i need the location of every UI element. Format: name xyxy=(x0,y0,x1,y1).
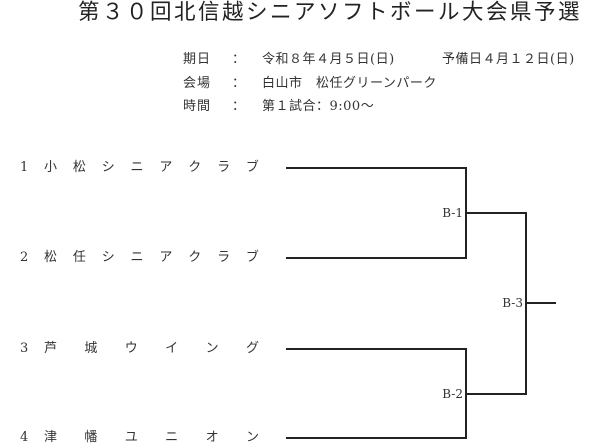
team-name-char: ユ xyxy=(124,430,138,445)
team-name-char: 城 xyxy=(84,341,98,356)
team-name-char: ウ xyxy=(124,341,138,356)
bracket-line-b2-out xyxy=(465,393,527,395)
team-name-char: 芦 xyxy=(44,341,58,356)
venue-label: 会場 xyxy=(183,76,212,91)
time-value: 第１試合：9:00～ xyxy=(262,99,375,114)
bracket-line-team-4 xyxy=(286,437,467,439)
team-entry-2: 2 松任シニアクラブ xyxy=(20,248,270,268)
team-name-char: グ xyxy=(245,341,259,356)
venue-value: 白山市 松任グリーンパーク xyxy=(262,76,437,91)
date-value: 令和８年４月５日(日) xyxy=(262,52,395,67)
team-name-char: 任 xyxy=(72,250,86,265)
date-label: 期日 xyxy=(183,52,212,67)
team-name-char: 松 xyxy=(72,160,86,175)
venue-colon: ： xyxy=(232,76,246,91)
match-label-b3: B-3 xyxy=(502,296,523,310)
team-name-char: ニ xyxy=(130,250,144,265)
team-name-char: ブ xyxy=(245,160,259,175)
match-label-b1: B-1 xyxy=(442,206,463,220)
team-number: 1 xyxy=(20,160,29,175)
team-name: 松任シニアクラブ xyxy=(44,248,259,268)
team-name-char: ア xyxy=(159,160,173,175)
team-name-char: シ xyxy=(101,160,115,175)
bracket-line-team-3 xyxy=(286,348,467,350)
team-number: 4 xyxy=(20,430,29,445)
team-name-char: ラ xyxy=(217,250,231,265)
match-label-b2: B-2 xyxy=(442,387,463,401)
team-name: 芦城ウイング xyxy=(44,339,259,359)
bracket-line-team-1 xyxy=(286,167,467,169)
team-entry-3: 3 芦 城 ウ イ ン グ xyxy=(20,339,270,359)
bracket-line-b1-out xyxy=(465,212,527,214)
team-name-char: イ xyxy=(165,341,179,356)
team-name-char: ク xyxy=(188,160,202,175)
team-number: 3 xyxy=(20,341,29,356)
team-name-char: ブ xyxy=(245,250,259,265)
time-colon: ： xyxy=(232,99,246,114)
team-name-char: 小 xyxy=(44,160,58,175)
team-name-char: ア xyxy=(159,250,173,265)
team-name-char: ラ xyxy=(217,160,231,175)
team-name-char: オ xyxy=(205,430,219,445)
bracket-line-final-out xyxy=(525,302,556,304)
time-label: 時間 xyxy=(183,99,212,114)
team-name-char: 松 xyxy=(44,250,58,265)
team-name-char: 幡 xyxy=(84,430,98,445)
team-name: 津幡ユニオン xyxy=(44,428,259,448)
team-name-char: ニ xyxy=(130,160,144,175)
team-name-char: ニ xyxy=(165,430,179,445)
date-colon: ： xyxy=(232,52,246,67)
team-entry-4: 4 津 幡 ユ ニ オ ン xyxy=(20,428,270,448)
team-name-char: ン xyxy=(205,341,219,356)
team-name-char: ク xyxy=(188,250,202,265)
page-title: 第３０回北信越シニアソフトボール大会県予選 xyxy=(78,0,583,25)
team-name-char: ン xyxy=(245,430,259,445)
team-name: 小松シニアクラブ xyxy=(44,158,259,178)
team-name-char: 津 xyxy=(44,430,58,445)
bracket-line-team-2 xyxy=(286,257,467,259)
team-name-char: シ xyxy=(101,250,115,265)
reserve-date-value: 予備日４月１２日(日) xyxy=(442,52,575,67)
team-number: 2 xyxy=(20,250,29,265)
team-entry-1: 1 小松シニアクラブ xyxy=(20,158,270,178)
